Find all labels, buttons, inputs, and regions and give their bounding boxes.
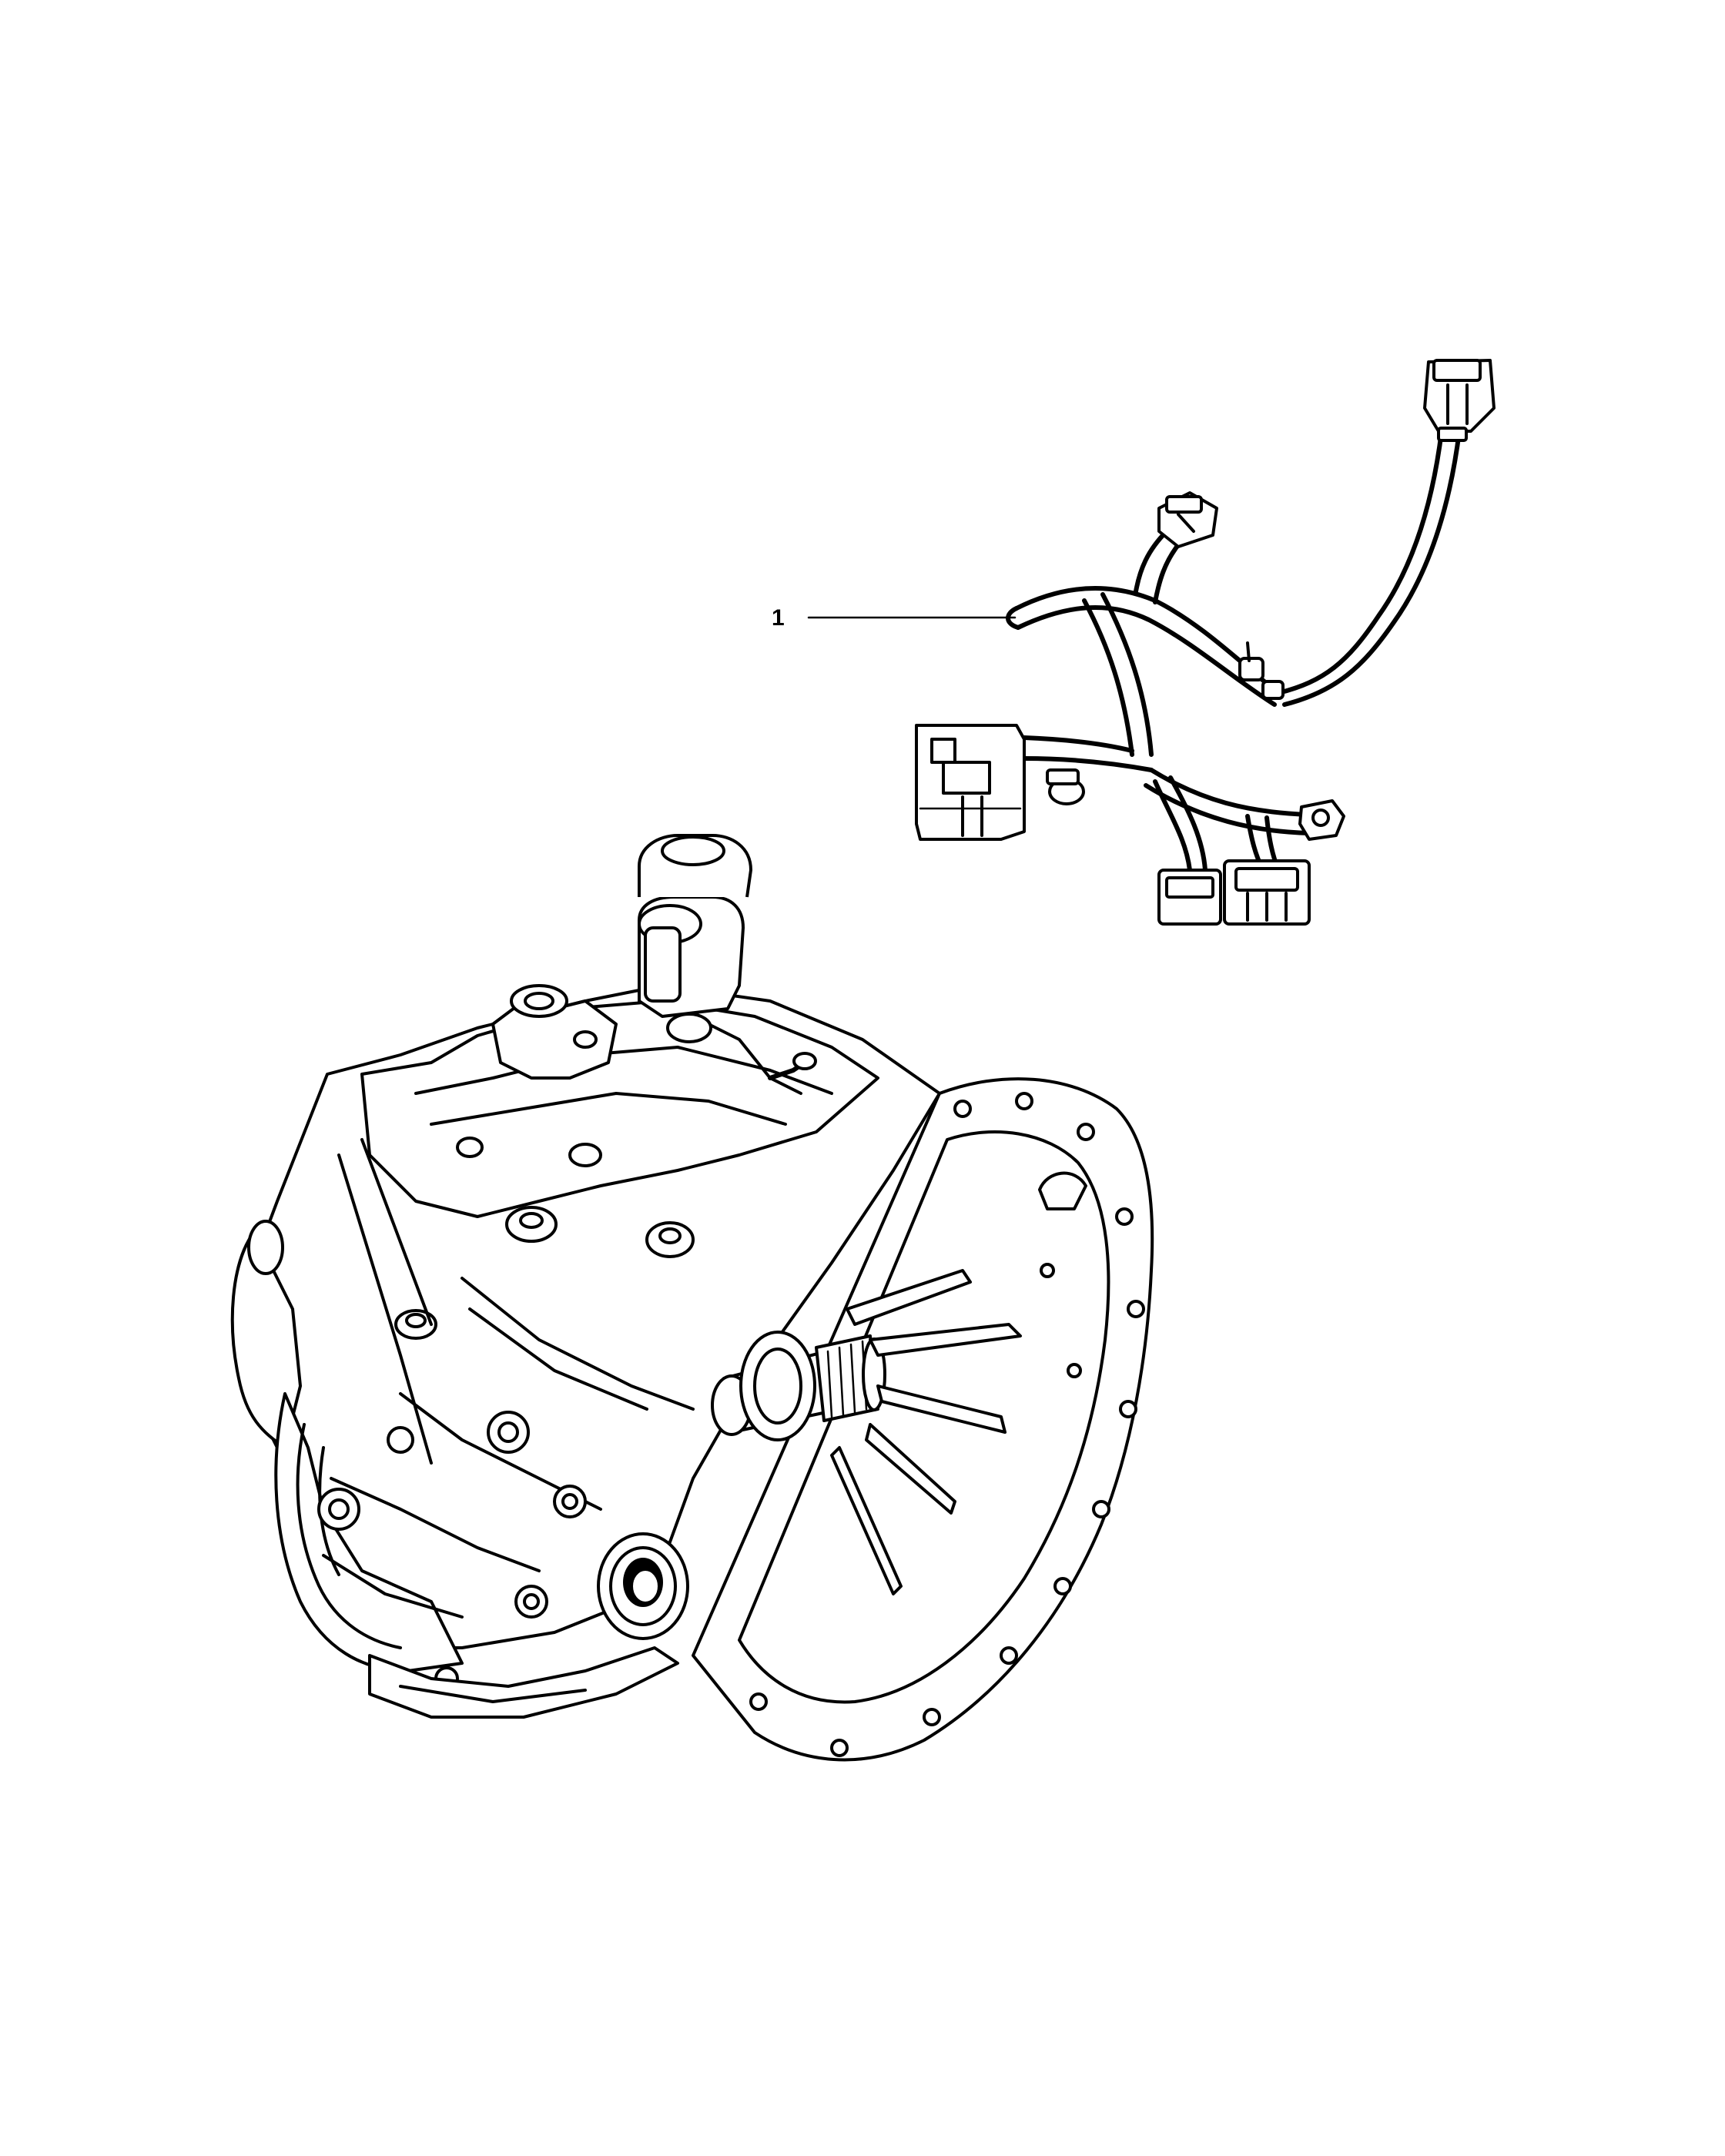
wiring-harness [915,359,1496,926]
harness-connector-bottom-right [1223,859,1311,926]
harness-connector-upper [1157,491,1218,548]
release-fork-fingers [830,1269,1022,1595]
differential-seal [597,1532,689,1640]
callout-1-label: 1 [772,605,785,631]
shift-cable-bracket [638,834,752,898]
flange-bolt-holes [749,1092,1145,1757]
harness-connector-bottom-left [1157,869,1222,926]
harness-connector-top-right [1423,359,1496,442]
callout-1: 1 [772,605,1017,631]
case-bolts [394,1137,695,1340]
harness-connector-left-large [915,724,1026,841]
harness-connector-loop [1046,768,1085,805]
harness-connector-right [1298,799,1345,841]
transaxle-assembly [230,834,1154,1762]
